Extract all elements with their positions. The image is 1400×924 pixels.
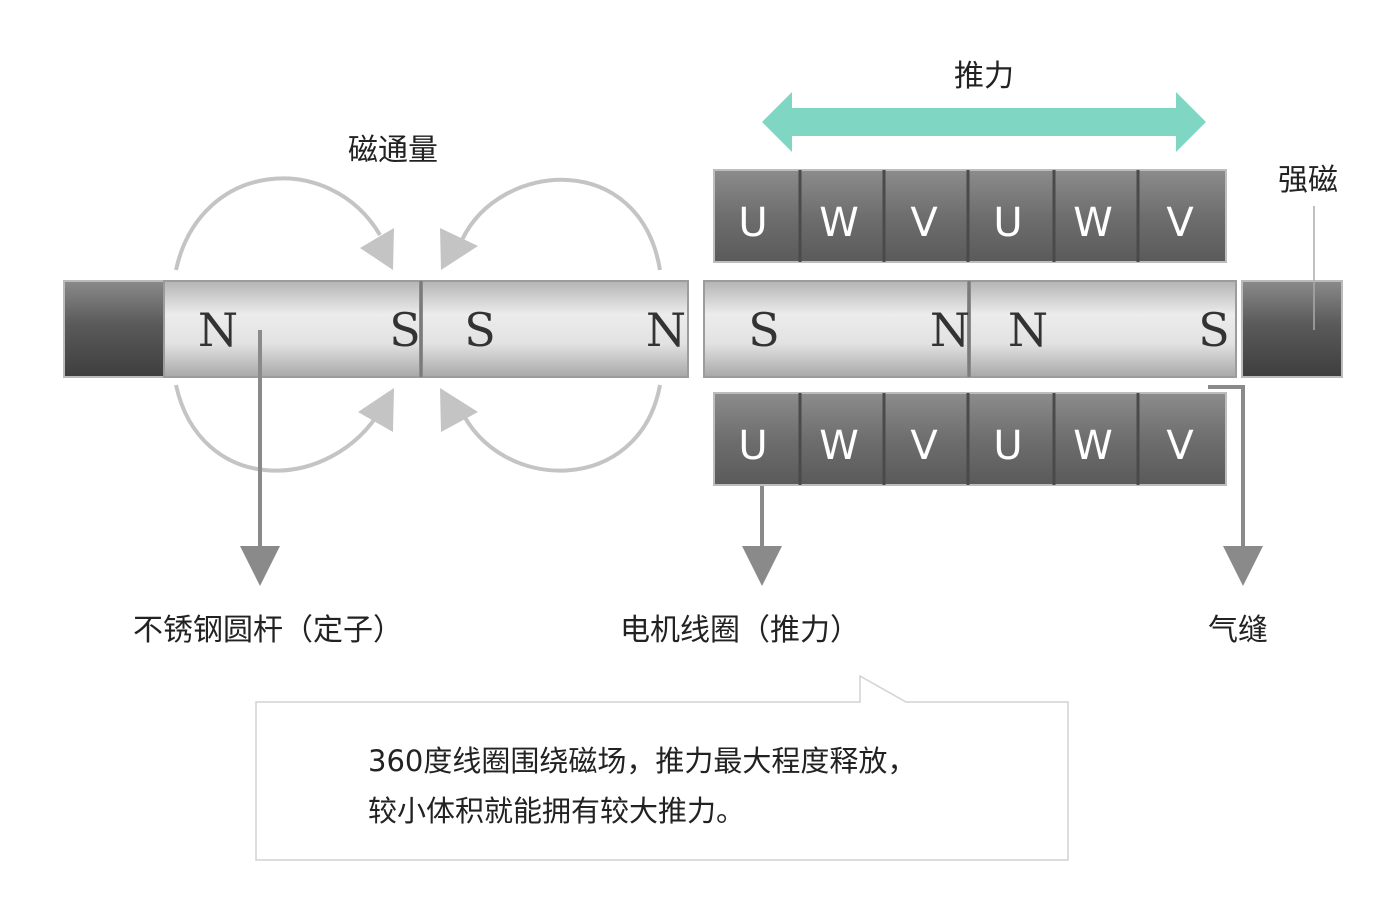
rod-end-cap-left (63, 280, 165, 378)
air-gap-label: 气缝 (1208, 613, 1268, 648)
pole-label: N (198, 303, 238, 357)
callout-text: 360度线圈围绕磁场，推力最大程度释放， 较小体积就能拥有较大推力。 (256, 702, 1068, 860)
pointer-arrows (240, 330, 1263, 586)
coil-phase-label: V (1166, 423, 1194, 469)
coil-phase-label: W (819, 200, 859, 246)
coil-phase-label: V (1166, 200, 1194, 246)
coil-phase-label: U (738, 423, 767, 469)
coil-phase-label: W (1073, 200, 1113, 246)
pole-label: S (464, 303, 496, 357)
rod-label: 不锈钢圆杆（定子） (133, 613, 403, 648)
coil-row-bottom: U W V U W V (713, 392, 1227, 486)
magnet-segment (703, 280, 969, 378)
pole-label: S (1198, 303, 1230, 357)
rod-end-cap-right (1241, 280, 1343, 378)
right-rod: S N N S (703, 280, 1343, 378)
callout-line-2: 较小体积就能拥有较大推力。 (368, 794, 746, 828)
left-rod: N S S N (63, 280, 689, 378)
coil-phase-label: U (738, 200, 767, 246)
coil-label: 电机线圈（推力） (620, 613, 860, 648)
thrust-arrow (762, 92, 1206, 152)
magnet-segment (163, 280, 421, 378)
flux-label: 磁通量 (348, 133, 438, 168)
pole-label: N (930, 303, 970, 357)
magnet-segment (969, 280, 1237, 378)
callout-line-1: 360度线圈围绕磁场，推力最大程度释放， (368, 744, 917, 778)
coil-phase-label: U (993, 423, 1022, 469)
coil-phase-label: U (993, 200, 1022, 246)
coil-phase-label: V (910, 200, 938, 246)
flux-lines (174, 176, 662, 473)
pole-label: S (389, 303, 421, 357)
flux-arrowheads (358, 228, 478, 432)
strong-magnet-label: 强磁 (1278, 163, 1338, 198)
coil-phase-label: W (1073, 423, 1113, 469)
callout-bubble (255, 674, 1069, 861)
thrust-label: 推力 (954, 59, 1014, 94)
coil-row-top: U W V U W V (713, 169, 1227, 263)
coil-phase-label: W (819, 423, 859, 469)
coil-phase-label: V (910, 423, 938, 469)
pole-label: N (1008, 303, 1048, 357)
pole-label: N (646, 303, 686, 357)
pole-label: S (748, 303, 780, 357)
